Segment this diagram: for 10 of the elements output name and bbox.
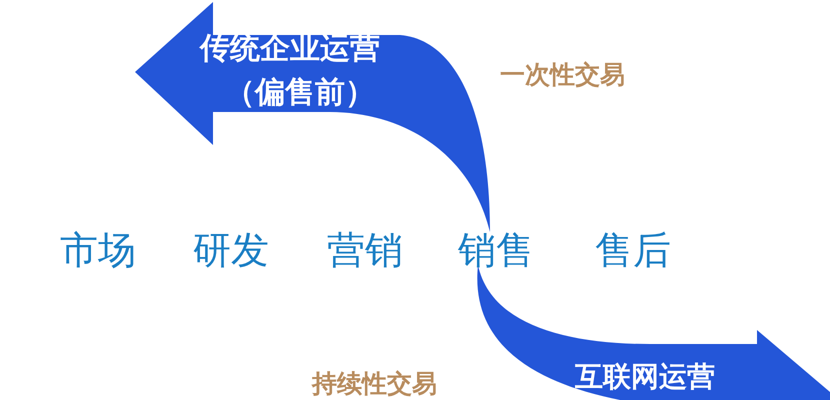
arrow-label: 传统企业运营 — [200, 30, 380, 68]
trade-label: 一次性交易 — [500, 59, 625, 91]
arrow-label: （偏售前） — [225, 74, 375, 112]
stage-label: 营销 — [327, 227, 403, 274]
stage-label: 市场 — [60, 227, 136, 274]
arrow-label: 互联网运营 — [575, 359, 715, 395]
trade-label: 持续性交易 — [312, 368, 437, 400]
stage-label: 销售 — [458, 227, 534, 274]
stage-label: 售后 — [595, 227, 671, 274]
stage-label: 研发 — [193, 227, 269, 274]
